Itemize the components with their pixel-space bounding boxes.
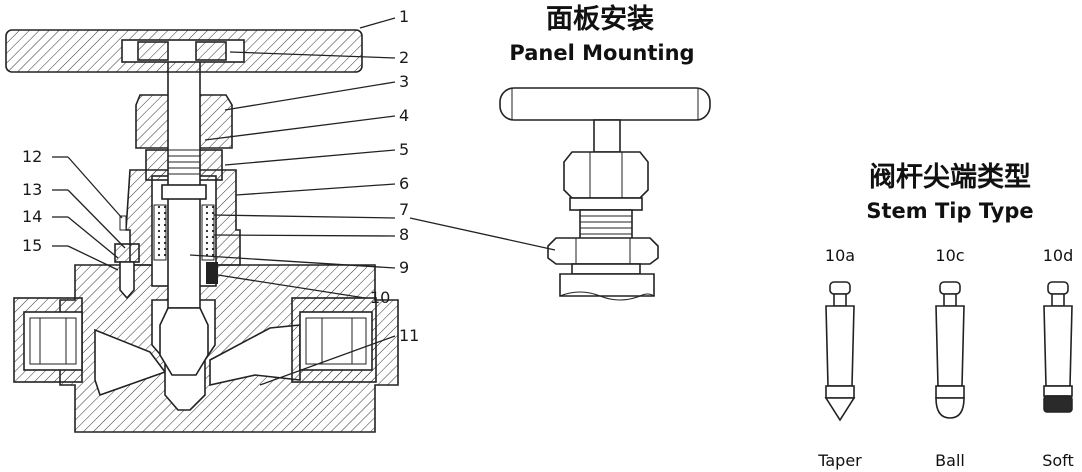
- callout-3: 3: [399, 72, 409, 91]
- stem-collar: [161, 184, 207, 200]
- panel-stem: [593, 119, 621, 153]
- right-end-bore: [299, 311, 373, 371]
- panel-screw-shank: [119, 261, 135, 300]
- taper-tip-stem: [824, 281, 856, 422]
- valve-stem: [167, 57, 201, 309]
- tip-code-10a: 10a: [825, 246, 855, 265]
- callout-15: 15: [22, 236, 42, 255]
- stem-tip-title-zh: 阀杆尖端类型: [869, 162, 1031, 193]
- callout-2: 2: [399, 48, 409, 67]
- panel-mounting-title-zh: 面板安装: [546, 4, 654, 35]
- panel-washer: [571, 263, 641, 275]
- set-screw-left: [137, 41, 169, 61]
- tip-name-ball: Ball: [935, 451, 965, 470]
- callout-numbers: 1 2 3 4 5 6 7 8 9 10 11 12 13 14 15: [22, 7, 419, 345]
- callout-4: 4: [399, 106, 409, 125]
- panel-bonnet-top: [569, 197, 643, 211]
- tip-code-10d: 10d: [1043, 246, 1074, 265]
- lock-plate: [119, 215, 127, 231]
- callout-12: 12: [22, 147, 42, 166]
- panel-threaded-body: [579, 209, 633, 243]
- panel-mounting-title-en: Panel Mounting: [509, 41, 694, 65]
- tip-name-taper: Taper: [817, 451, 862, 470]
- callout-11: 11: [399, 326, 419, 345]
- left-end-bore: [23, 311, 83, 371]
- callout-5: 5: [399, 140, 409, 159]
- tip-name-soft: Soft: [1042, 451, 1074, 470]
- panel-t-handle: [499, 87, 711, 121]
- callout-7: 7: [399, 200, 409, 219]
- stem-threads: [168, 149, 200, 175]
- callout-leaders: [52, 17, 396, 386]
- callout-13: 13: [22, 180, 42, 199]
- callout-14: 14: [22, 207, 42, 226]
- callout-6: 6: [399, 174, 409, 193]
- packing-left: [153, 204, 167, 261]
- panel-nut: [547, 237, 659, 265]
- stop-pin: [206, 262, 218, 284]
- valve-cross-section: [5, 29, 399, 433]
- callout-9: 9: [399, 258, 409, 277]
- packing-right: [201, 204, 215, 261]
- stem-tip: [159, 307, 209, 376]
- ball-tip-stem: [935, 281, 965, 419]
- panel-screw-head: [114, 243, 140, 263]
- set-screw-right: [195, 41, 227, 61]
- callout-8: 8: [399, 225, 409, 244]
- soft-tip-stem: [1043, 281, 1073, 413]
- callout-10: 10: [370, 288, 390, 307]
- panel-mounting-group: 面板安装 Panel Mounting: [409, 4, 711, 301]
- panel-gland-hex: [563, 151, 649, 199]
- stem-tip-group: 阀杆尖端类型 Stem Tip Type 10a Taper 10c Ball …: [817, 162, 1074, 470]
- tip-code-10c: 10c: [935, 246, 964, 265]
- callout-1: 1: [399, 7, 409, 26]
- stem-tip-title-en: Stem Tip Type: [866, 199, 1033, 223]
